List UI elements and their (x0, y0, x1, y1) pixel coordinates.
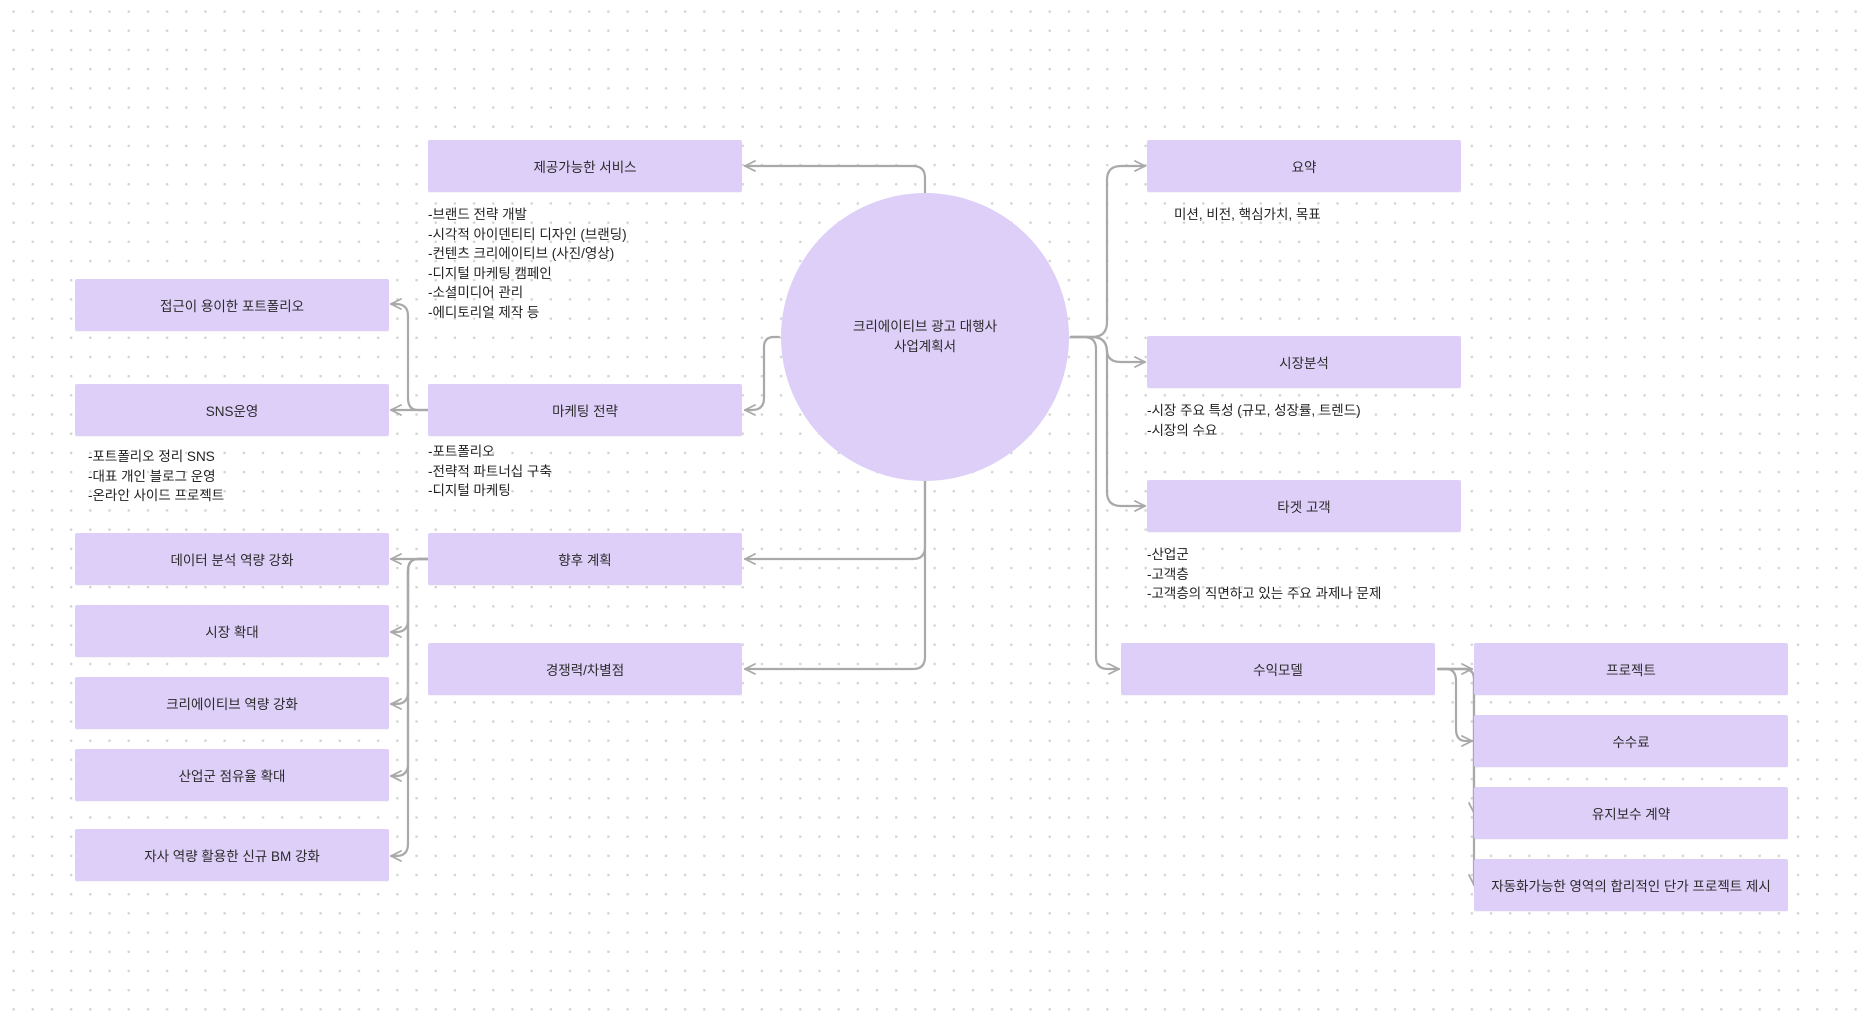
node-fee[interactable]: 수수료 (1474, 715, 1788, 767)
note-line: -디지털 마케팅 캠페인 (428, 265, 552, 281)
node-services[interactable]: 제공가능한 서비스 (428, 140, 742, 192)
node-maintenance[interactable]: 유지보수 계약 (1474, 787, 1788, 839)
node-revenue-model[interactable]: 수익모델 (1121, 643, 1435, 695)
note-line: -컨텐츠 크리에이티브 (사진/영상) (428, 246, 615, 261)
connector-target (1069, 335, 1147, 512)
center-topic[interactable]: 크리에이티브 광고 대행사 사업계획서 (781, 193, 1069, 481)
node-summary[interactable]: 요약 (1147, 140, 1461, 192)
node-portfolio[interactable]: 접근이 용이한 포트폴리오 (75, 279, 389, 331)
connector-market (1069, 335, 1147, 368)
note-line: -산업군 (1147, 547, 1189, 562)
note-line: -에디토리얼 제작 등 (428, 304, 540, 320)
node-target-customer[interactable]: 타겟 고객 (1147, 480, 1461, 532)
node-market-analysis[interactable]: 시장분석 (1147, 336, 1461, 388)
node-project[interactable]: 프로젝트 (1474, 643, 1788, 695)
node-automation[interactable]: 자동화가능한 영역의 합리적인 단가 프로젝트 제시 (1474, 859, 1788, 911)
notes-summary: 미션, 비전, 핵심가치, 목표 (1174, 205, 1321, 225)
node-marketing[interactable]: 마케팅 전략 (428, 384, 742, 436)
note-line: -디지털 마케팅 (428, 483, 511, 498)
node-data-analysis[interactable]: 데이터 분석 역량 강화 (75, 533, 389, 585)
node-competitive[interactable]: 경쟁력/차별점 (428, 643, 742, 695)
connector-fee (1436, 667, 1474, 747)
center-topic-line2: 사업계획서 (893, 339, 957, 354)
connector-summary (1069, 160, 1147, 339)
node-market-expand[interactable]: 시장 확대 (75, 605, 389, 657)
node-new-bm[interactable]: 자사 역량 활용한 신규 BM 강화 (75, 829, 389, 881)
connector-competitive (743, 479, 927, 675)
note-line: -소셜미디어 관리 (428, 285, 524, 300)
note-line: -포트폴리오 (428, 444, 495, 459)
node-creative-capability[interactable]: 크리에이티브 역량 강화 (75, 677, 389, 729)
connector-portfolio (389, 298, 430, 412)
connector-creative-cap (389, 557, 430, 710)
node-sns[interactable]: SNS운영 (75, 384, 389, 436)
connector-maintenance (1436, 667, 1480, 815)
note-line: -시각적 아이덴티티 디자인 (브랜딩) (428, 226, 627, 242)
connector-future (743, 479, 927, 565)
note-line: -시장의 수요 (1147, 422, 1218, 438)
notes-sns: -포트폴리오 정리 SNS -대표 개인 블로그 운영 -온라인 사이드 프로젝… (88, 447, 224, 506)
node-industry-share[interactable]: 산업군 점유율 확대 (75, 749, 389, 801)
connector-services (743, 160, 927, 195)
connector-marketing (743, 335, 781, 416)
connector-new-bm (389, 557, 430, 862)
note-line: -전략적 파트너십 구축 (428, 463, 552, 479)
connector-automation (1436, 667, 1480, 887)
notes-target: -산업군 -고객층 -고객층의 직면하고 있는 주요 과제나 문제 (1147, 545, 1381, 604)
note-line: -포트폴리오 정리 SNS (88, 449, 215, 464)
connector-industry-share (389, 557, 430, 782)
notes-market: -시장 주요 특성 (규모, 성장률, 트렌드) -시장의 수요 (1147, 401, 1361, 440)
connector-market-expand (389, 557, 430, 638)
note-line: -시장 주요 특성 (규모, 성장률, 트렌드) (1147, 403, 1361, 418)
center-topic-line1: 크리에이티브 광고 대행사 (852, 319, 998, 334)
connector-revenue (1069, 335, 1121, 675)
note-line: -고객층 (1147, 566, 1189, 582)
note-line: -온라인 사이드 프로젝트 (88, 488, 225, 503)
note-line: 미션, 비전, 핵심가치, 목표 (1174, 207, 1321, 222)
note-line: -대표 개인 블로그 운영 (88, 468, 216, 484)
notes-services: -브랜드 전략 개발 -시각적 아이덴티티 디자인 (브랜딩) -컨텐츠 크리에… (428, 205, 627, 322)
notes-marketing: -포트폴리오 -전략적 파트너십 구축 -디지털 마케팅 (428, 442, 552, 501)
note-line: -브랜드 전략 개발 (428, 207, 527, 222)
note-line: -고객층의 직면하고 있는 주요 과제나 문제 (1147, 586, 1382, 601)
node-future[interactable]: 향후 계획 (428, 533, 742, 585)
